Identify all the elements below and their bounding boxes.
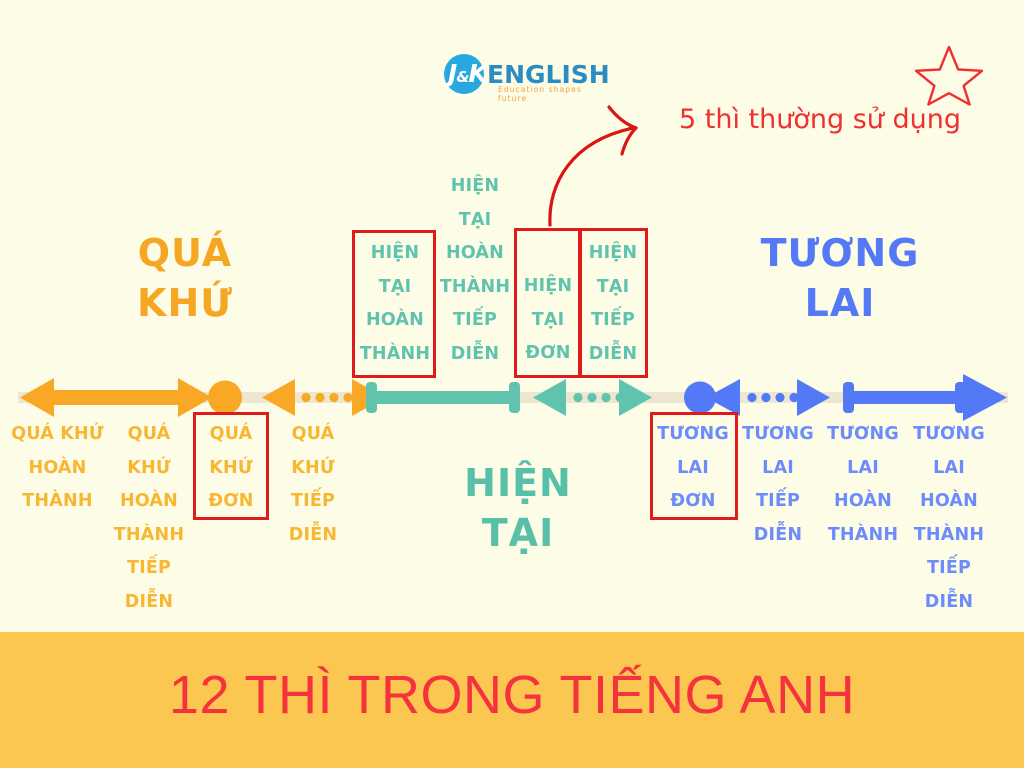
star-icon: [914, 45, 984, 106]
annotation-label: 5 thì thường sử dụng: [679, 104, 961, 135]
logo-monogram: J&K: [448, 59, 488, 88]
tense-label-present-simple: HIỆN TẠI ĐƠN: [523, 276, 573, 363]
brand-logo: J&K ENGLISH Education shapes future: [444, 52, 610, 103]
tense-label-future-perfect: TƯƠNG LAI HOÀN THÀNH: [827, 424, 899, 545]
tense-label-present-continuous: HIỆN TẠI TIẾP DIỄN: [588, 243, 638, 364]
bottom-banner: 12 THÌ TRONG TIẾNG ANH: [0, 632, 1024, 768]
tense-label-past-perfect-continuous: QUÁ KHỨ HOÀN THÀNH TIẾP DIỄN: [113, 424, 185, 612]
logo-wordmark: ENGLISH: [487, 60, 610, 89]
logo-tagline: Education shapes future: [498, 85, 582, 103]
tense-label-future-continuous: TƯƠNG LAI TIẾP DIỄN: [742, 424, 814, 545]
tense-label-future-simple: TƯƠNG LAI ĐƠN: [657, 424, 729, 511]
section-heading-future-line1: TƯƠNG: [760, 231, 920, 275]
section-heading-future-line2: LAI: [804, 281, 876, 325]
section-heading-past: QUÁ KHỨ: [90, 228, 280, 328]
tense-label-past-perfect: QUÁ KHỨ HOÀN THÀNH: [11, 424, 104, 511]
logo-circle-icon: [444, 54, 484, 94]
timeline-axis: [18, 374, 1008, 421]
section-heading-future: TƯƠNG LAI: [740, 228, 940, 328]
section-heading-present: HIỆN TẠI: [428, 458, 608, 558]
curved-arrow-icon: [548, 105, 638, 227]
section-heading-present-line1: HIỆN: [464, 461, 572, 505]
section-heading-present-line2: TẠI: [481, 511, 555, 555]
tense-label-future-perfect-continuous: TƯƠNG LAI HOÀN THÀNH TIẾP DIỄN: [913, 424, 985, 612]
tense-label-past-continuous: QUÁ KHỨ TIẾP DIỄN: [288, 424, 338, 545]
section-heading-past-line2: KHỨ: [137, 281, 233, 325]
tense-label-past-simple: QUÁ KHỨ ĐƠN: [208, 424, 254, 511]
section-heading-past-line1: QUÁ: [137, 231, 233, 275]
tense-label-present-perfect: HIỆN TẠI HOÀN THÀNH: [359, 243, 431, 364]
tense-label-present-perfect-continuous: HIỆN TẠI HOÀN THÀNH TIẾP DIỄN: [439, 176, 511, 364]
banner-title: 12 THÌ TRONG TIẾNG ANH: [168, 665, 856, 725]
